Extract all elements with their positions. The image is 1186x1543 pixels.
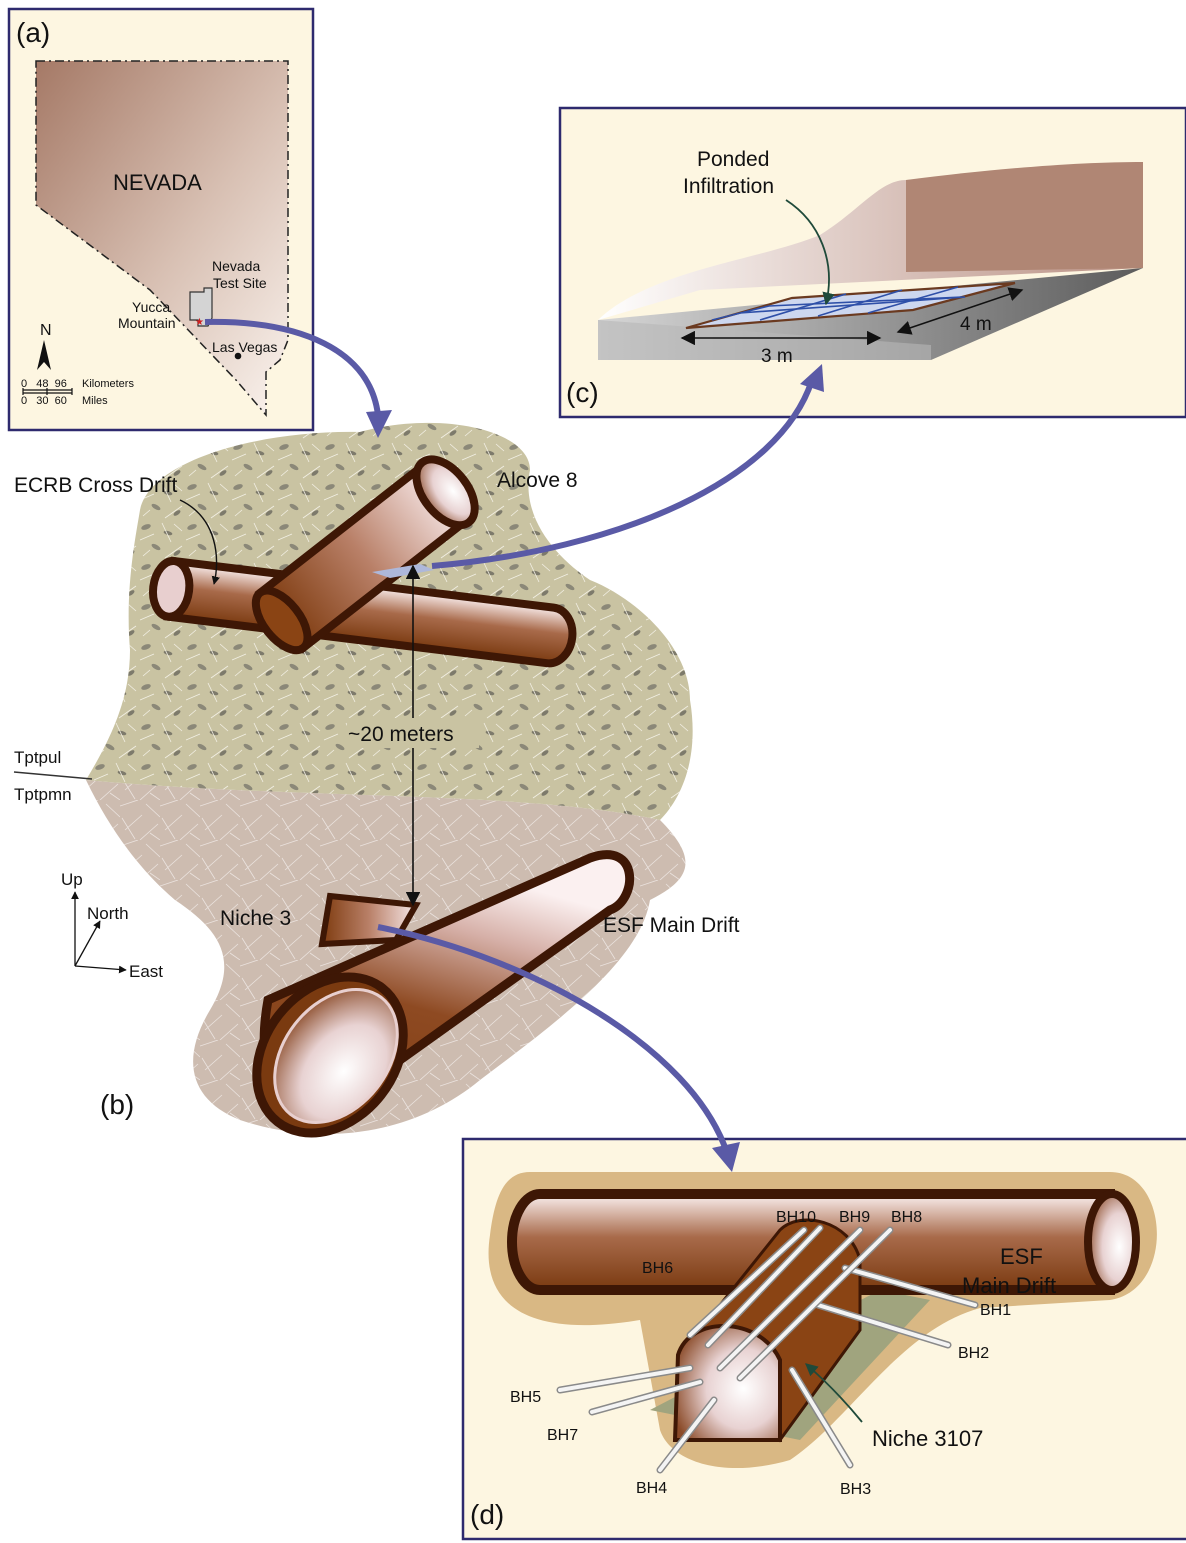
dim-3m-label: 3 m bbox=[761, 346, 793, 367]
alcove-label: Alcove 8 bbox=[497, 469, 578, 492]
esf-label-2: Main Drift bbox=[962, 1273, 1056, 1298]
bh10-label: BH10 bbox=[776, 1209, 816, 1226]
unit-contact-line bbox=[14, 772, 92, 779]
esf-label-1: ESF bbox=[1000, 1244, 1043, 1269]
niche-3-label: Niche 3 bbox=[220, 907, 291, 930]
nevada-label: NEVADA bbox=[113, 170, 202, 195]
ponded-label-2: Infiltration bbox=[683, 175, 774, 198]
panel-d-niche: ESF Main Drift Niche 3107 BH1 BH2 BH3 BH… bbox=[463, 1139, 1186, 1539]
bh2-label: BH2 bbox=[958, 1345, 989, 1362]
niche-3107-label: Niche 3107 bbox=[872, 1426, 983, 1451]
panel-c-tag: (c) bbox=[566, 377, 599, 408]
axis-up-label: Up bbox=[61, 870, 83, 889]
cliff-face bbox=[906, 162, 1143, 272]
panel-d-tag: (d) bbox=[470, 1499, 504, 1530]
scale-km-unit: Kilometers bbox=[82, 378, 134, 390]
scale-mi-unit: Miles bbox=[82, 395, 108, 407]
yucca-label-1: Yucca bbox=[132, 299, 170, 315]
bh5-label: BH5 bbox=[510, 1389, 541, 1406]
distance-label: ~20 meters bbox=[348, 723, 454, 746]
axis-north-label: North bbox=[87, 904, 129, 923]
bh7-label: BH7 bbox=[547, 1427, 578, 1444]
panel-a-tag: (a) bbox=[16, 17, 50, 48]
yucca-star-icon: ★ bbox=[195, 317, 204, 328]
test-site-label-1: Nevada bbox=[212, 258, 260, 274]
main-drift-label: ESF Main Drift bbox=[603, 914, 740, 937]
bh1-label: BH1 bbox=[980, 1302, 1011, 1319]
bh6-label: BH6 bbox=[642, 1260, 673, 1277]
las-vegas-label: Las Vegas bbox=[212, 339, 277, 355]
dim-4m-label: 4 m bbox=[960, 314, 992, 335]
panel-a-map: (a) NEVADA Nevada Test Site Yucca Mounta… bbox=[9, 9, 313, 430]
scale-km-numbers: 0 48 96 bbox=[21, 378, 67, 390]
unit-lower-label: Tptpmn bbox=[14, 785, 72, 804]
scale-mi-numbers: 0 30 60 bbox=[21, 395, 67, 407]
bh8-label: BH8 bbox=[891, 1209, 922, 1226]
panel-b-block: Tptpul Tptpmn ~20 meters ECRB Cross Drif… bbox=[14, 423, 740, 1162]
yucca-label-2: Mountain bbox=[118, 315, 176, 331]
ponded-label-1: Ponded bbox=[697, 148, 769, 171]
north-label: N bbox=[40, 322, 52, 339]
axis-east-label: East bbox=[129, 962, 163, 981]
unit-upper-label: Tptpul bbox=[14, 748, 61, 767]
test-site-label-2: Test Site bbox=[213, 275, 267, 291]
orientation-axes: Up North East bbox=[61, 870, 163, 981]
panel-b-tag: (b) bbox=[100, 1089, 134, 1120]
panel-c-infiltration: 3 m 4 m Ponded Infiltration (c) bbox=[560, 108, 1186, 417]
bh4-label: BH4 bbox=[636, 1480, 667, 1497]
bh9-label: BH9 bbox=[839, 1209, 870, 1226]
bh3-label: BH3 bbox=[840, 1481, 871, 1498]
ecrb-label: ECRB Cross Drift bbox=[14, 474, 178, 497]
